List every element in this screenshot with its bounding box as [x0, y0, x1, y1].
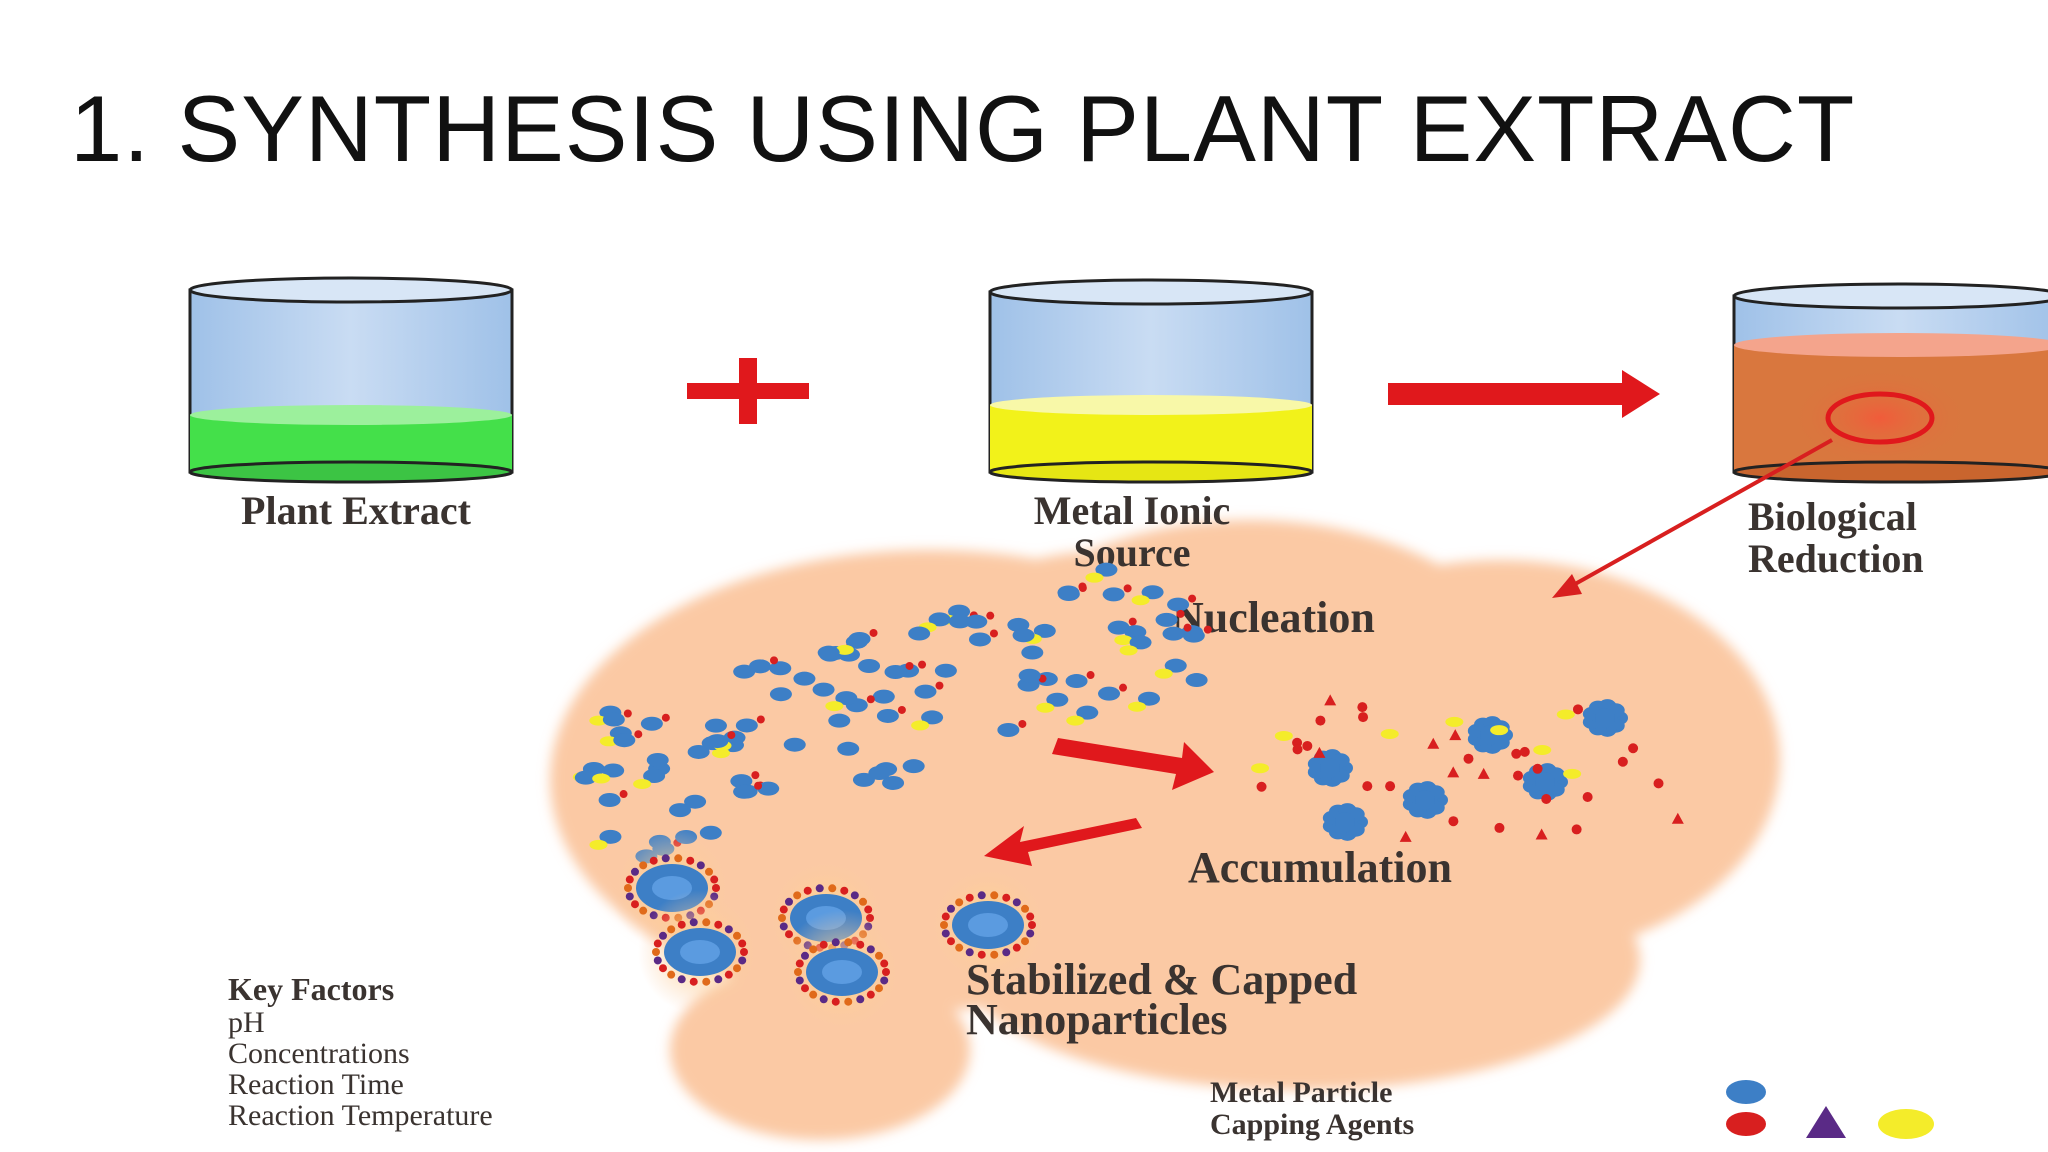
label-accumulation: Accumulation [1188, 843, 1452, 892]
metal-particle-swatch-icon [1726, 1080, 1766, 1104]
label-bio-reduction-2: Reduction [1748, 536, 1924, 581]
key-factor-item: Reaction Time [228, 1068, 404, 1101]
beaker-bio-reduction [1732, 282, 2048, 484]
pointer-arrow-icon [1552, 438, 1833, 598]
label-metal-ionic-1: Metal Ionic [1034, 488, 1231, 533]
label-plant-extract: Plant Extract [241, 488, 472, 533]
plus-icon [687, 358, 809, 424]
label-metal-ionic-2: Source [1073, 530, 1190, 575]
accumulation-particles [1251, 694, 1684, 842]
beaker-plant-extract [188, 276, 514, 484]
arrow-to-accumulation-icon [1052, 738, 1214, 790]
right-arrow-icon [1388, 370, 1660, 418]
stabilized-nanoparticles [610, 826, 1050, 1034]
nucleation-particles [572, 562, 1212, 864]
capping-yellow-swatch-icon [1878, 1109, 1934, 1139]
label-nucleation: Nucleation [1172, 593, 1375, 642]
arrow-to-stabilized-icon [984, 818, 1142, 866]
capping-red-swatch-icon [1726, 1112, 1766, 1136]
capping-triangle-swatch-icon [1806, 1106, 1846, 1138]
key-factor-item: Concentrations [228, 1037, 410, 1070]
reaction-cloud [550, 520, 1780, 1140]
key-factor-item: Reaction Temperature [228, 1099, 493, 1132]
legend-capping-agents: Capping Agents [1210, 1108, 1414, 1141]
slide-title: 1. SYNTHESIS USING PLANT EXTRACT [70, 76, 1856, 181]
beaker-metal-ionic [988, 278, 1314, 484]
label-stabilized-1: Stabilized & Capped [966, 955, 1357, 1004]
label-stabilized-2: Nanoparticles [966, 995, 1228, 1044]
legend-metal-particle: Metal Particle [1210, 1076, 1392, 1109]
key-factors-heading: Key Factors [228, 971, 394, 1007]
key-factor-item: pH [228, 1006, 265, 1039]
label-bio-reduction-1: Biological [1748, 494, 1917, 539]
